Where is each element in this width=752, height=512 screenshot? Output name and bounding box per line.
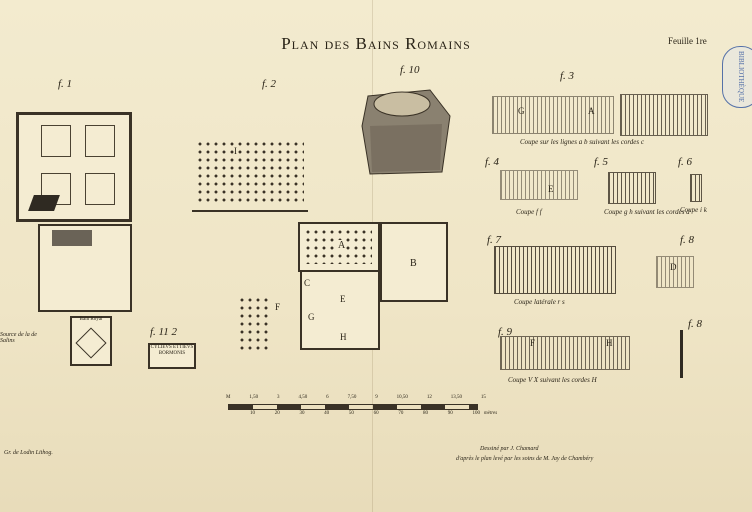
fig-9-label: f. 9 (498, 326, 513, 338)
fig-8b-label: f. 8 (688, 318, 703, 330)
page-title: Plan des Bains Romains (281, 34, 471, 53)
caption-fig-9: Coupe V X suivant les cordes H (508, 376, 597, 384)
fig-10-label: f. 10 (400, 64, 420, 76)
scale-unit: mètres (484, 411, 498, 416)
sheet-number: Feuille 1re (668, 36, 707, 46)
footer-source-note: d'après le plan levé par les soins de M.… (456, 456, 594, 462)
fig-2-seating (196, 140, 304, 204)
fig-7-section (494, 246, 616, 294)
room-e-label: E (548, 184, 554, 194)
scale-bar (228, 404, 478, 410)
fig-7-label: f. 7 (487, 234, 502, 246)
fig-3-label: f. 3 (560, 70, 575, 82)
room-f-label: F (275, 302, 281, 312)
fig-8b-column (680, 330, 683, 378)
bain-royal-plan: Bain Royal (70, 316, 112, 366)
room-a-section-label: A (588, 106, 595, 116)
caption-fig-7: Coupe latérale r s (514, 298, 565, 306)
fig-1-lower-plan (38, 224, 132, 312)
source-label: Source de la de Salins (0, 332, 37, 344)
room-g-label: G (518, 106, 525, 116)
caption-fig-6: Coupe i k (680, 206, 707, 214)
room-b-plan: B (380, 222, 448, 302)
fig-1-plan (16, 112, 132, 222)
fig-3-section-right (620, 94, 708, 136)
fig-5-label: f. 5 (594, 156, 609, 168)
fig-8-label: f. 8 (680, 234, 695, 246)
caption-fig-4: Coupe f f (516, 208, 542, 216)
library-stamp: BIBLIOTHÈQUE (722, 46, 752, 108)
fig-8-section (656, 256, 694, 288)
room-a-plan: A (298, 222, 380, 272)
fig-6-section (690, 174, 702, 202)
room-f-section-label: F (530, 338, 536, 348)
fig-4-label: f. 4 (485, 156, 500, 168)
caption-fig-5: Coupe g h suivant les cordes d (604, 208, 690, 216)
fig-4-section (500, 170, 578, 200)
fig-2-base-line (192, 204, 308, 212)
fig-10-stone-drawing (361, 89, 451, 175)
footer-drawn-by: Dessiné par J. Chamard (480, 446, 539, 452)
room-d-label: D (670, 262, 677, 272)
fig-1-label: f. 1 (58, 78, 73, 90)
fig-11-label: f. 11 2 (150, 326, 177, 338)
room-i-label: I (234, 146, 237, 156)
rooms-c-h-plan: C E G H (300, 270, 380, 350)
inscription-block: CYLIEVS ETTIEVS BORMONIS (148, 343, 196, 369)
fig-5-section (608, 172, 656, 204)
room-h-section-label: H (606, 338, 613, 348)
fig-3-section-left (492, 96, 614, 134)
fig-2-label: f. 2 (262, 78, 277, 90)
fig-9-section (500, 336, 630, 370)
footer-lithographer: Gr. de Lodin Lithog. (4, 450, 53, 456)
fig-6-label: f. 6 (678, 156, 693, 168)
caption-fig-3: Coupe sur les lignes a b suivant les cor… (520, 138, 644, 146)
fig-2-lower-seating (238, 296, 268, 350)
bain-royal-label: Bain Royal (79, 317, 103, 322)
